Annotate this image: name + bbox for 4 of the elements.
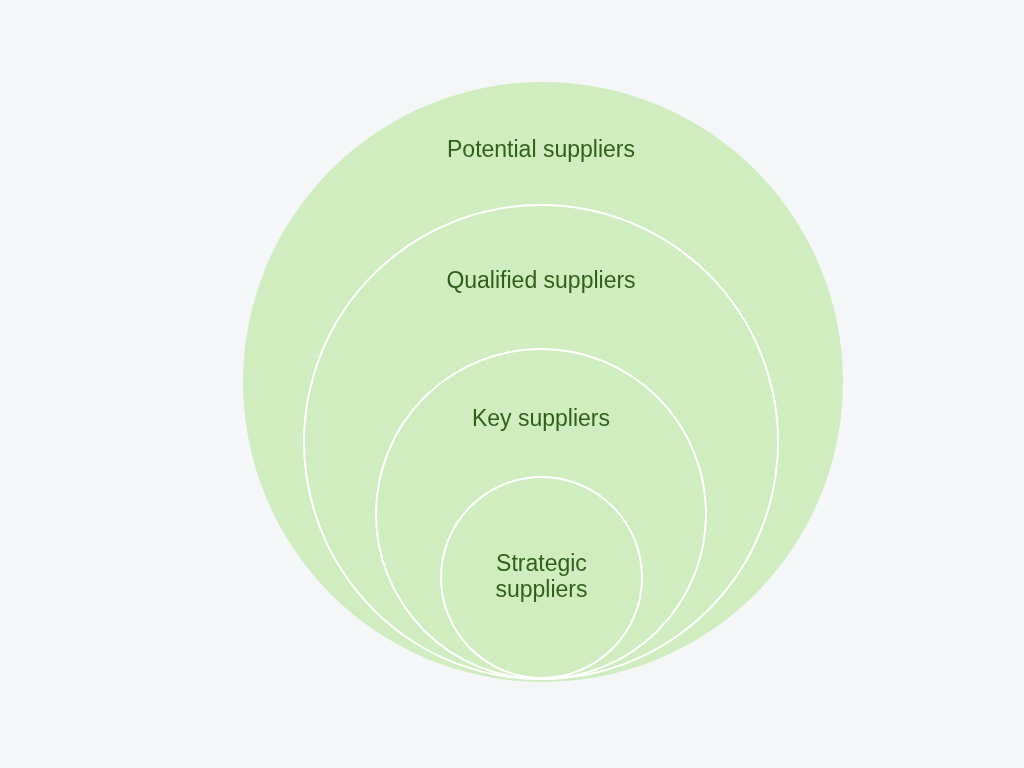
tier-label: Qualified suppliers [445, 267, 637, 293]
tier-label: Key suppliers [470, 405, 612, 431]
tier-label: Potential suppliers [446, 136, 636, 162]
tier-label: Strategic suppliers [494, 550, 589, 602]
